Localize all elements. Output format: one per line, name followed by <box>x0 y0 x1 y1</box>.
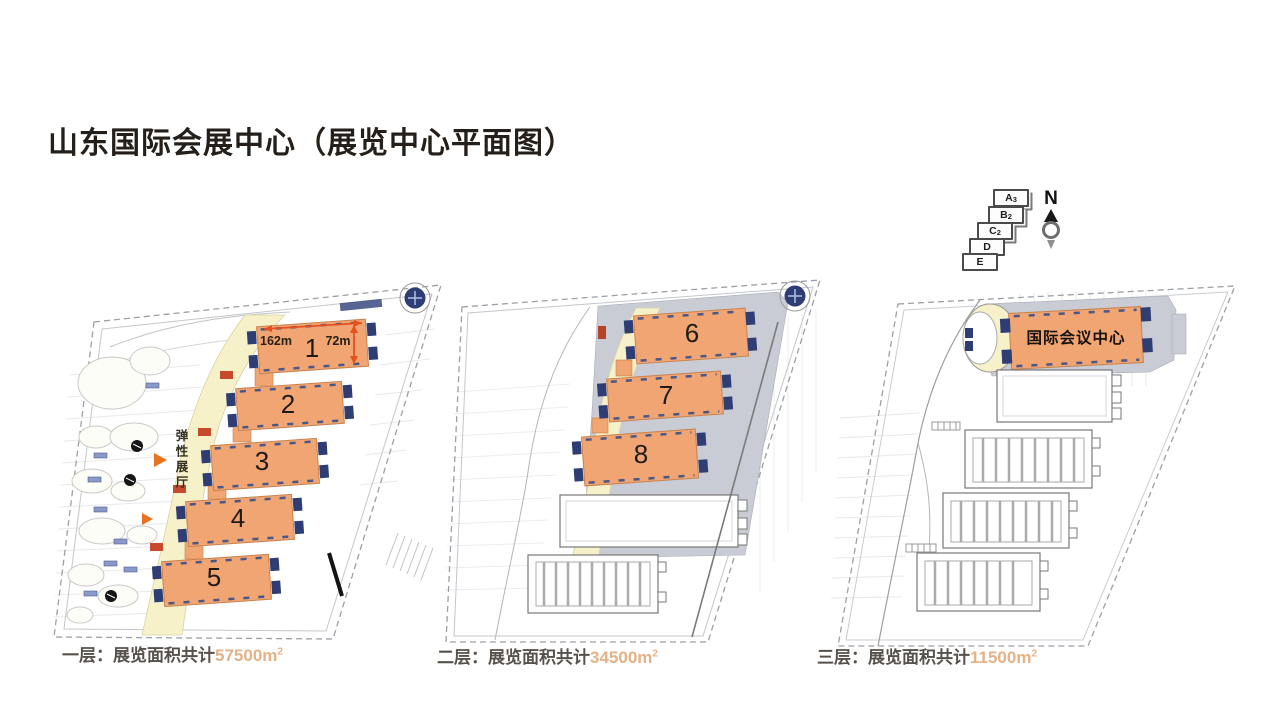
entrance-arrow-icon <box>142 513 153 525</box>
tower-label: C <box>989 224 997 237</box>
caption-unit: m <box>637 648 653 667</box>
hall-8-shape <box>571 428 709 487</box>
tower-label: A <box>1005 191 1013 204</box>
service-mark <box>598 326 606 339</box>
caption-unit-sup: 2 <box>1031 648 1038 660</box>
conference-center-label: 国际会议中心 <box>1026 330 1126 347</box>
floor-plan-third-drawing <box>830 285 1236 647</box>
north-arrow: N <box>1036 189 1066 249</box>
caption-unit-sup: 2 <box>652 648 658 660</box>
tower-card-e: E <box>962 253 998 271</box>
tower-label: B <box>1000 208 1008 221</box>
exhibit-hall-roof-below <box>916 552 1049 612</box>
planting-areas <box>66 346 171 624</box>
hall-3-shape <box>200 437 330 492</box>
hall-7-shape <box>596 370 734 423</box>
hall-below-outline <box>559 494 748 548</box>
caption-prefix: 三层：展览面积共计 <box>817 648 970 667</box>
site-boundary-inner <box>63 293 433 632</box>
hatch-area <box>385 532 434 581</box>
hall-below-outline <box>996 369 1122 423</box>
site-boundary <box>837 285 1236 647</box>
caption-area-value: 34500 <box>590 648 638 667</box>
hall-number-4: 4 <box>230 503 246 533</box>
caption-second-floor: 二层：展览面积共计34500m2 <box>437 648 658 668</box>
exhibit-hall-roof-below <box>964 429 1101 489</box>
site-boundary <box>445 279 821 643</box>
dimension-arrows <box>263 320 363 364</box>
caption-prefix: 二层：展览面积共计 <box>437 648 590 667</box>
hall-number-7: 7 <box>658 380 674 410</box>
turnaround-circle <box>399 282 431 314</box>
hall-number-6: 6 <box>684 318 700 348</box>
floor-plan-first: 1 2 3 4 5 162m 72m 弹性展厅 <box>50 265 450 645</box>
landscape-path <box>109 311 291 348</box>
north-label: N <box>1044 188 1058 209</box>
hall-number-5: 5 <box>206 562 222 592</box>
expansion-joint <box>327 552 344 597</box>
hall-number-8: 8 <box>633 439 649 469</box>
conference-center-shape <box>999 306 1153 370</box>
hall-5-shape <box>151 553 282 608</box>
service-mark <box>150 371 233 551</box>
turnaround-circle <box>779 280 811 312</box>
hall1-width-label: 162m <box>260 334 292 348</box>
site-tag <box>83 382 160 597</box>
site-boundary-inner <box>453 286 814 637</box>
floor-plan-second-drawing <box>444 279 821 643</box>
north-tail-icon <box>1047 240 1055 249</box>
tower-label: D <box>983 240 991 253</box>
caption-area-value: 11500 <box>970 648 1017 667</box>
caption-third-floor: 三层：展览面积共计11500m2 <box>817 648 1037 668</box>
entrance-arrow-icon <box>154 453 167 467</box>
caption-area-value: 57500 <box>215 646 263 665</box>
hall-4-shape <box>175 493 305 548</box>
floor-plan-first-drawing <box>53 282 442 640</box>
tower-label: E <box>976 255 984 268</box>
exhibit-hall-roof-below <box>527 554 667 614</box>
north-arrow-icon <box>1044 209 1058 222</box>
hall-number-3: 3 <box>254 446 270 476</box>
parking-strip <box>339 298 383 312</box>
hall-number-2: 2 <box>280 389 296 419</box>
landscape-path <box>494 306 591 641</box>
hall1-depth-label: 72m <box>325 334 351 348</box>
floor-plan-third: 国际会议中心 <box>820 258 1250 653</box>
flexible-hall-label: 弹性展厅 <box>173 429 188 491</box>
page-title: 山东国际会展中心（展览中心平面图） <box>48 127 575 160</box>
site-boundary <box>53 284 442 640</box>
caption-prefix: 一层：展览面积共计 <box>62 646 215 665</box>
hall-1-shape <box>246 318 379 375</box>
caption-unit-sup: 2 <box>277 646 283 658</box>
exhibit-hall-roof-below <box>942 492 1078 549</box>
caption-unit: m <box>262 646 278 665</box>
tower-label-sub: 3 <box>1012 195 1017 205</box>
floor-plan-second: 6 7 8 <box>440 262 840 647</box>
expansion-joint <box>691 321 779 638</box>
tower-label-sub: 2 <box>1007 212 1012 222</box>
hall-number-1: 1 <box>304 333 320 363</box>
hall-connector <box>591 359 633 434</box>
tower-label-sub: 2 <box>996 228 1001 238</box>
hall-6-shape <box>623 307 758 365</box>
caption-unit: m <box>1016 648 1032 667</box>
roof-deck-wing <box>1171 313 1187 355</box>
north-ring-icon <box>1042 221 1060 239</box>
hatch-strip <box>905 421 961 553</box>
hall-2-shape <box>225 380 355 432</box>
caption-first-floor: 一层：展览面积共计57500m2 <box>62 646 283 666</box>
